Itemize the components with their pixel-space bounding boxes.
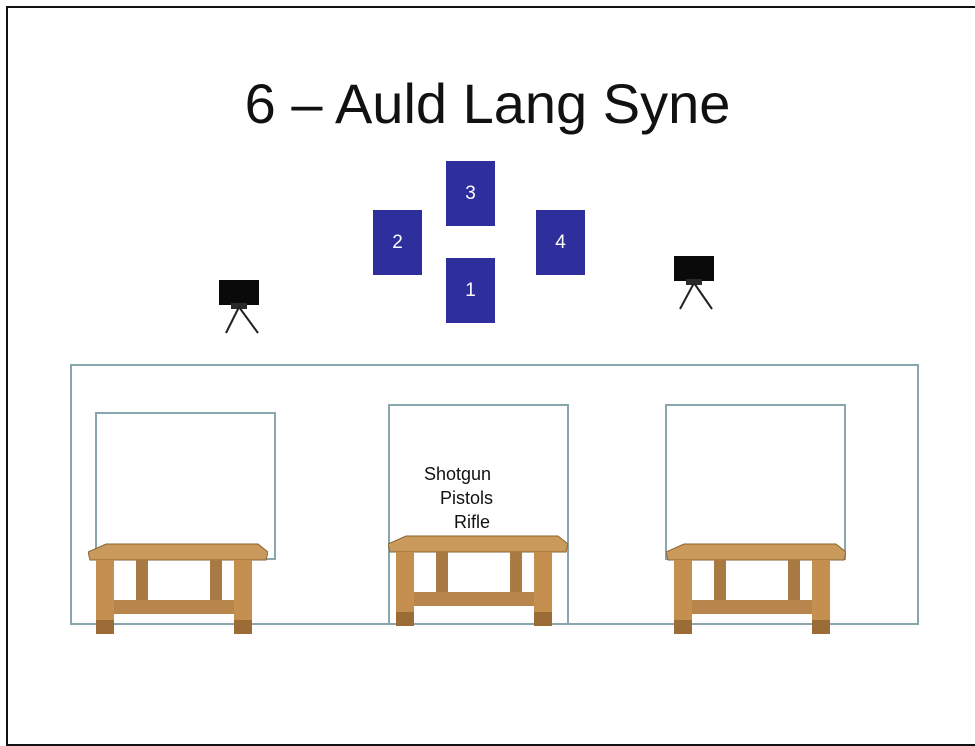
target-1-label: 1 <box>465 279 476 301</box>
table-right-icon <box>666 543 846 634</box>
target-2-label: 2 <box>392 231 403 253</box>
table-center-icon <box>388 535 568 626</box>
firearm-list: Shotgun Pistols Rifle <box>424 462 534 534</box>
steel-plate-left-icon <box>219 280 259 334</box>
firearm-rifle: Rifle <box>454 512 491 532</box>
target-4: 4 <box>536 210 585 275</box>
shooting-box-left <box>95 412 276 560</box>
steel-plate-right-icon <box>674 256 714 310</box>
target-4-label: 4 <box>555 231 566 253</box>
target-3-label: 3 <box>465 182 476 204</box>
target-1: 1 <box>446 258 495 323</box>
target-2: 2 <box>373 210 422 275</box>
firearm-shotgun: Shotgun <box>424 464 492 484</box>
stage-title: 6 – Auld Lang Syne <box>244 72 731 135</box>
firearm-pistols: Pistols <box>440 488 494 508</box>
table-left-icon <box>88 543 268 634</box>
target-3: 3 <box>446 161 495 226</box>
shooting-box-right <box>665 404 846 560</box>
